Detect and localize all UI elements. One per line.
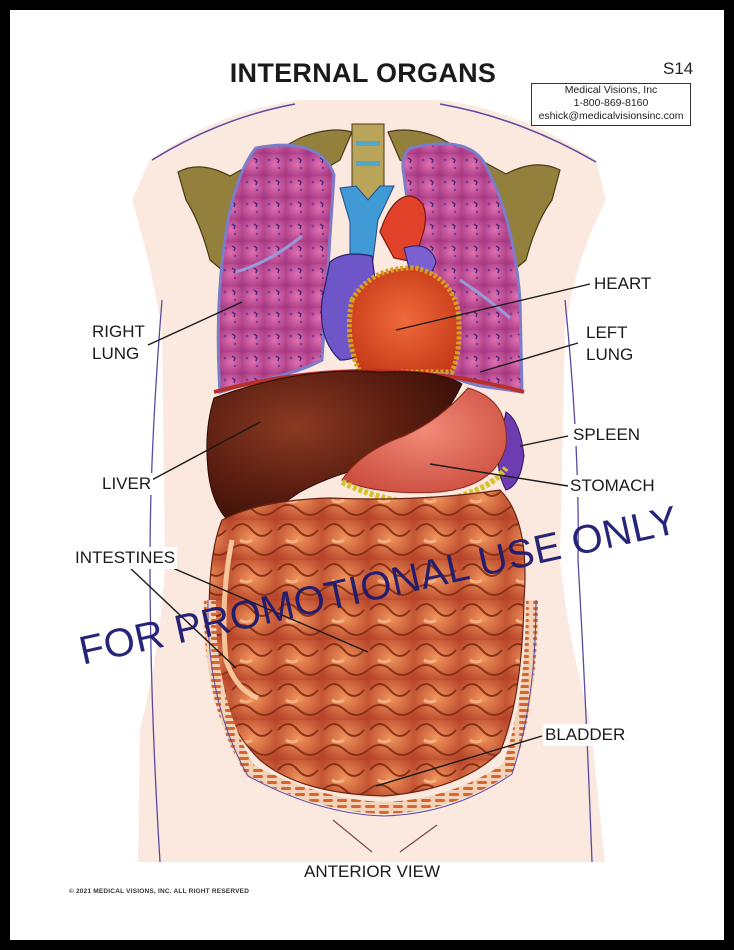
label-heart: HEART	[592, 273, 654, 295]
right-lung	[216, 143, 336, 394]
publisher-name: Medical Visions, Inc	[564, 84, 658, 96]
label-left-lung: LEFT LUNG	[584, 322, 636, 366]
stomach	[341, 387, 507, 494]
publisher-email: eshick@medicalvisionsinc.com	[538, 110, 684, 122]
intestines	[208, 489, 526, 797]
publisher-contact-box: Medical Visions, Inc 1-800-869-8160 eshi…	[531, 83, 691, 126]
superior-vena-cava	[339, 185, 395, 271]
anatomy-illustration	[127, 100, 606, 863]
label-right-lung: RIGHT LUNG	[90, 321, 147, 365]
leader-lines	[127, 283, 591, 787]
page-title: INTERNAL ORGANS	[229, 58, 497, 88]
label-spleen: SPLEEN	[571, 424, 643, 446]
view-caption: ANTERIOR VIEW	[303, 862, 440, 881]
publisher-phone: 1-800-869-8160	[573, 97, 649, 109]
label-right-lung-line1: RIGHT	[92, 322, 145, 341]
chart-code: S14	[663, 59, 694, 78]
label-stomach: STOMACH	[568, 475, 657, 497]
copyright-notice: © 2021 MEDICAL VISIONS, INC. ALL RIGHT R…	[69, 888, 250, 895]
heart	[346, 265, 462, 375]
label-left-lung-line2: LUNG	[586, 345, 634, 364]
label-bladder: BLADDER	[543, 724, 628, 746]
label-intestines: INTESTINES	[73, 547, 178, 569]
label-left-lung-line1: LEFT	[586, 323, 628, 342]
label-liver: LIVER	[100, 473, 154, 495]
diagram-page: INTERNAL ORGANS S14 Medical Visions, Inc…	[10, 10, 724, 940]
label-right-lung-line2: LUNG	[92, 344, 140, 363]
